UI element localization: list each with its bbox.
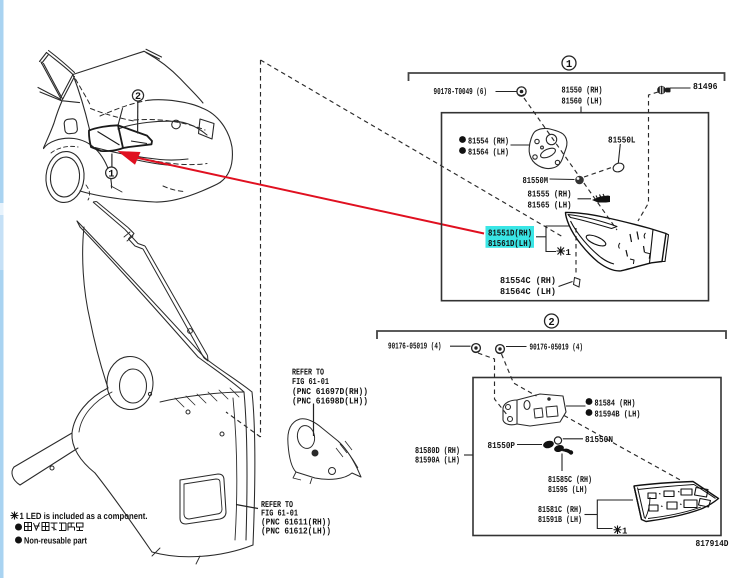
svg-text:81585C (RH): 81585C (RH) <box>548 475 592 485</box>
svg-text:FIG 61-01: FIG 61-01 <box>261 509 298 519</box>
svg-text:FIG 61-01: FIG 61-01 <box>292 377 329 387</box>
svg-text:81584 (RH): 81584 (RH) <box>595 399 636 409</box>
svg-text:81595 (LH): 81595 (LH) <box>548 485 588 495</box>
svg-text:81550 (RH): 81550 (RH) <box>562 86 603 96</box>
svg-text:1: 1 <box>622 527 628 537</box>
svg-text:81554C (RH): 81554C (RH) <box>500 276 556 286</box>
svg-text:81594B (LH): 81594B (LH) <box>595 410 641 420</box>
svg-text:81565 (LH): 81565 (LH) <box>528 201 572 211</box>
svg-text:81561D(LH): 81561D(LH) <box>488 239 532 249</box>
svg-text:1: 1 <box>108 170 114 181</box>
svg-text:81555 (RH): 81555 (RH) <box>528 190 572 200</box>
svg-text:90178-T0049 (6): 90178-T0049 (6) <box>434 87 488 97</box>
svg-text:1: 1 <box>566 59 572 71</box>
svg-text:1: 1 <box>566 248 572 258</box>
svg-text:81564C (LH): 81564C (LH) <box>500 287 556 297</box>
svg-text:817914D: 817914D <box>696 539 730 549</box>
svg-text:REFER TO: REFER TO <box>292 368 324 378</box>
svg-text:(PNC 61697D(RH)): (PNC 61697D(RH)) <box>292 387 368 397</box>
svg-text:REFER TO: REFER TO <box>261 500 293 510</box>
svg-text:81551D(RH): 81551D(RH) <box>488 229 532 239</box>
svg-text:81550M: 81550M <box>523 176 549 186</box>
svg-text:81591B (LH): 81591B (LH) <box>538 515 582 525</box>
svg-text:2: 2 <box>548 317 554 329</box>
svg-text:81580D (RH): 81580D (RH) <box>415 446 460 456</box>
svg-text:90176-05019 (4): 90176-05019 (4) <box>388 342 442 352</box>
svg-text:(PNC 61698D(LH)): (PNC 61698D(LH)) <box>292 397 368 407</box>
svg-text:81550N: 81550N <box>585 435 613 445</box>
svg-text:81560 (LH): 81560 (LH) <box>562 97 603 107</box>
svg-text:81590A (LH): 81590A (LH) <box>415 456 460 466</box>
svg-text:81564 (LH): 81564 (LH) <box>468 148 509 158</box>
svg-text:81550L: 81550L <box>608 136 636 146</box>
svg-text:90176-05019 (4): 90176-05019 (4) <box>530 343 584 353</box>
svg-text:2: 2 <box>135 92 141 103</box>
svg-text:(PNC 61612(LH)): (PNC 61612(LH)) <box>261 527 331 537</box>
svg-text:81496: 81496 <box>693 82 718 92</box>
svg-text:81554 (RH): 81554 (RH) <box>468 137 509 147</box>
svg-text:1 LED is included as a compone: 1 LED is included as a component. <box>20 511 148 521</box>
svg-text:81581C (RH): 81581C (RH) <box>538 505 582 515</box>
svg-text:Non-reusable part: Non-reusable part <box>24 536 87 546</box>
svg-text:81550P: 81550P <box>488 441 516 451</box>
svg-text:(PNC 61611(RH)): (PNC 61611(RH)) <box>261 518 331 528</box>
